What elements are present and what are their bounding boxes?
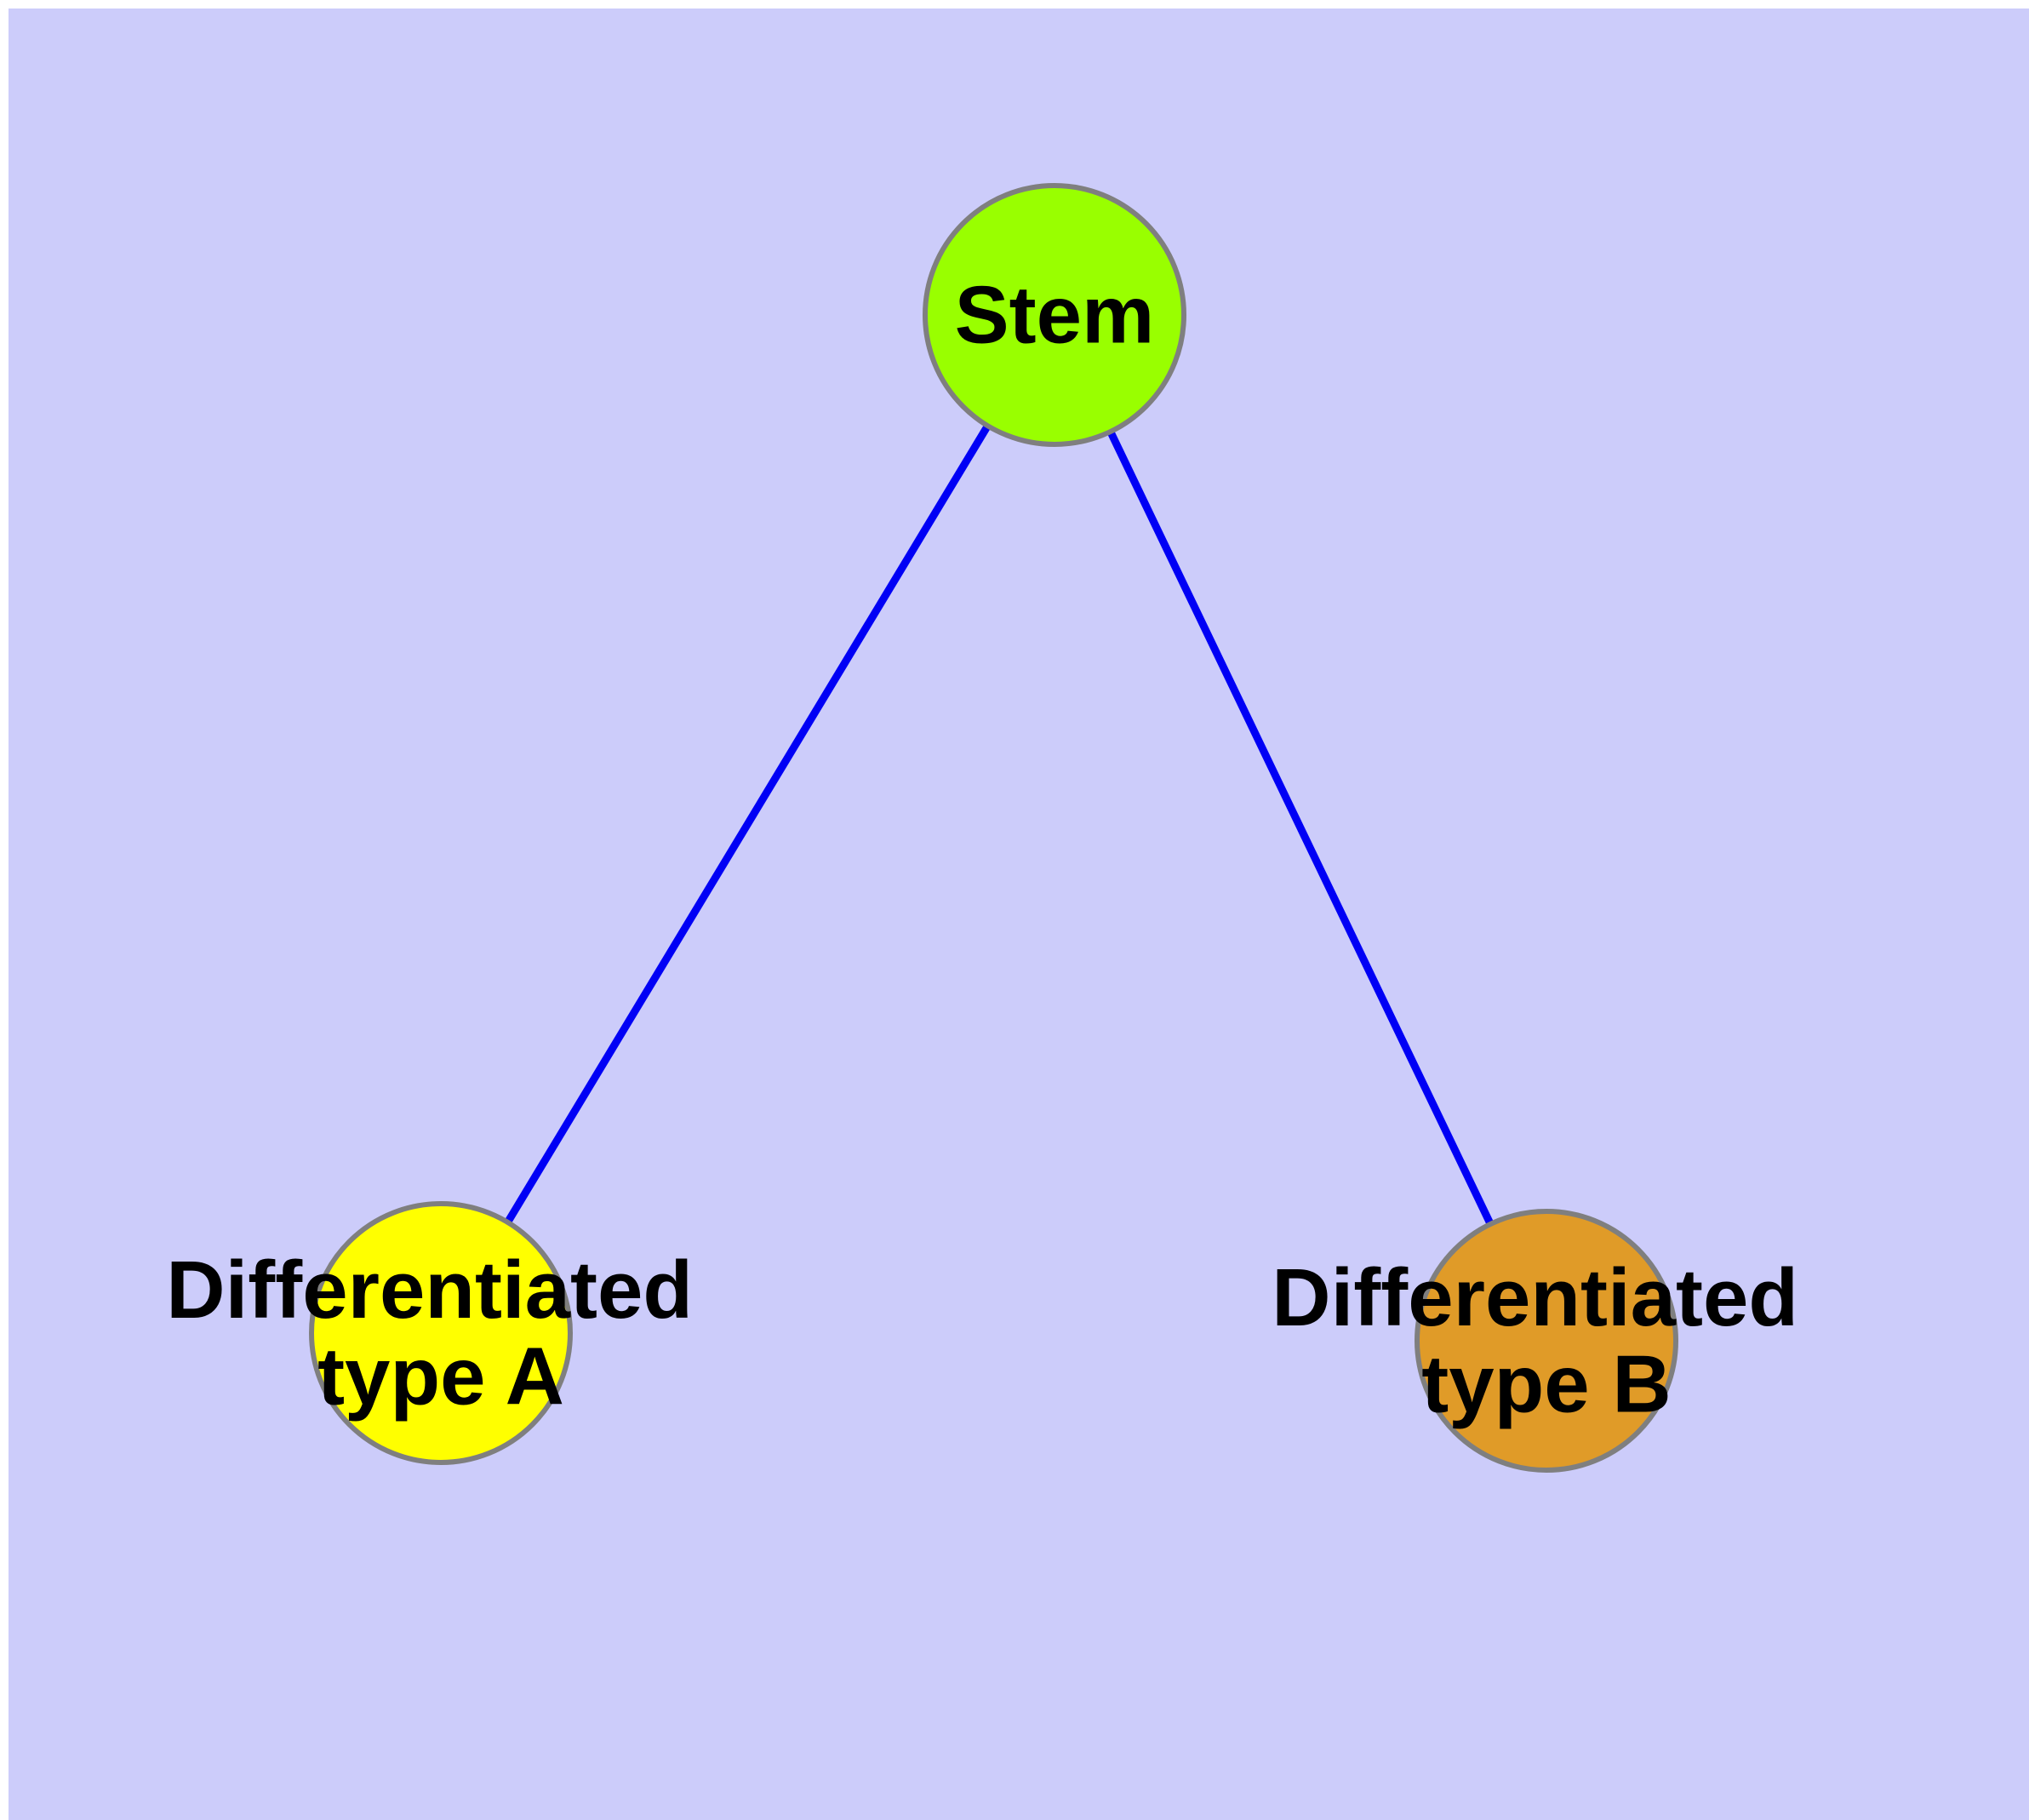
edges-group — [503, 422, 1495, 1228]
node-differentiated-type-b-label-line-2: type B — [1421, 1339, 1671, 1430]
node-differentiated-type-a-label: Differentiated type A — [166, 1245, 715, 1422]
edge-stem-to-differentiated-b[interactable] — [1106, 428, 1495, 1228]
nodes-group — [309, 183, 1678, 1473]
node-differentiated-type-a-circle[interactable] — [309, 1201, 573, 1465]
node-stem-circle[interactable] — [923, 183, 1186, 447]
node-differentiated-type-a-label-line-1: Differentiated — [166, 1245, 693, 1336]
node-differentiated-type-b-label-line-1: Differentiated — [1272, 1252, 1798, 1343]
node-differentiated-type-a[interactable] — [309, 1201, 573, 1465]
node-differentiated-type-b-label: Differentiated type B — [1272, 1252, 1820, 1430]
node-stem[interactable] — [923, 183, 1186, 447]
edge-stem-to-differentiated-a[interactable] — [503, 422, 992, 1226]
node-differentiated-type-b[interactable] — [1415, 1209, 1678, 1473]
node-stem-label-line-1: Stem — [955, 270, 1155, 361]
node-stem-label: Stem — [955, 270, 1155, 361]
node-differentiated-type-a-label-line-2: type A — [317, 1331, 564, 1422]
node-differentiated-type-b-circle[interactable] — [1415, 1209, 1678, 1473]
labels-group: Stem Differentiated type A Differentiate… — [166, 270, 1820, 1430]
